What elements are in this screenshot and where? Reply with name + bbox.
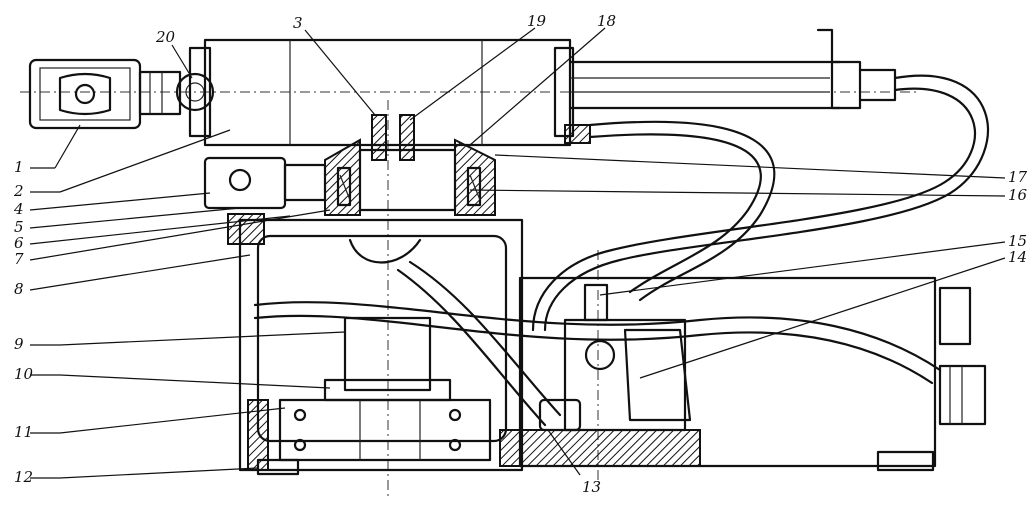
label-3: 3	[293, 14, 303, 32]
label-7: 7	[14, 250, 24, 268]
label-20: 20	[155, 28, 176, 46]
label-11: 11	[14, 423, 33, 441]
label-group: 1 2 3 4 5 6 7 8 9 10 11 12 13 14 15 16 1…	[13, 12, 1028, 496]
lower-housing	[227, 213, 524, 476]
label-19: 19	[527, 12, 547, 30]
label-12: 12	[14, 468, 33, 486]
piston-rod	[568, 28, 897, 110]
label-8: 8	[14, 280, 24, 298]
label-16: 16	[1008, 186, 1028, 204]
central-hub-assembly	[203, 114, 496, 216]
hydraulic-hoses	[253, 74, 989, 427]
label-14: 14	[1008, 248, 1027, 266]
label-9: 9	[14, 335, 24, 353]
label-13: 13	[582, 478, 601, 496]
label-10: 10	[14, 365, 34, 383]
label-17: 17	[1008, 168, 1028, 186]
label-6: 6	[14, 234, 24, 252]
label-15: 15	[1008, 232, 1027, 250]
label-1: 1	[14, 158, 24, 176]
label-18: 18	[597, 12, 616, 30]
right-housing	[499, 124, 987, 472]
label-5: 5	[14, 218, 24, 236]
left-motor-unit	[28, 58, 215, 130]
label-2: 2	[13, 182, 24, 200]
label-4: 4	[13, 200, 24, 218]
